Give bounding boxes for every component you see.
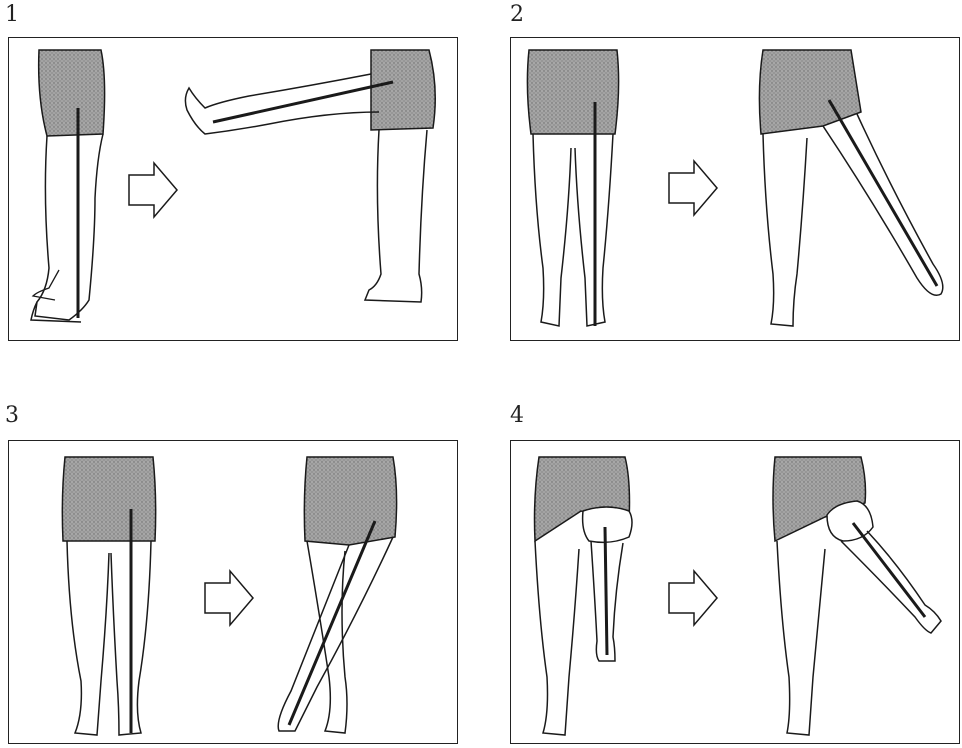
hip-abduction-illustration (511, 38, 961, 342)
hip-adduction-illustration (9, 441, 459, 745)
panel-3-frame (8, 440, 458, 744)
hip-flexion-illustration (9, 38, 459, 342)
right-arrow-icon (669, 161, 717, 215)
panel-number-1: 1 (5, 4, 19, 26)
panel-2-frame (510, 37, 960, 341)
right-arrow-icon (205, 571, 253, 625)
panel-1-frame (8, 37, 458, 341)
right-arrow-icon (669, 571, 717, 625)
panel-number-3: 3 (5, 405, 19, 427)
right-arrow-icon (129, 163, 177, 217)
panel-4-frame (510, 440, 960, 744)
panel-number-2: 2 (510, 4, 524, 26)
panel-number-4: 4 (510, 405, 524, 427)
hip-abduction-knee-flexed-illustration (511, 441, 961, 745)
